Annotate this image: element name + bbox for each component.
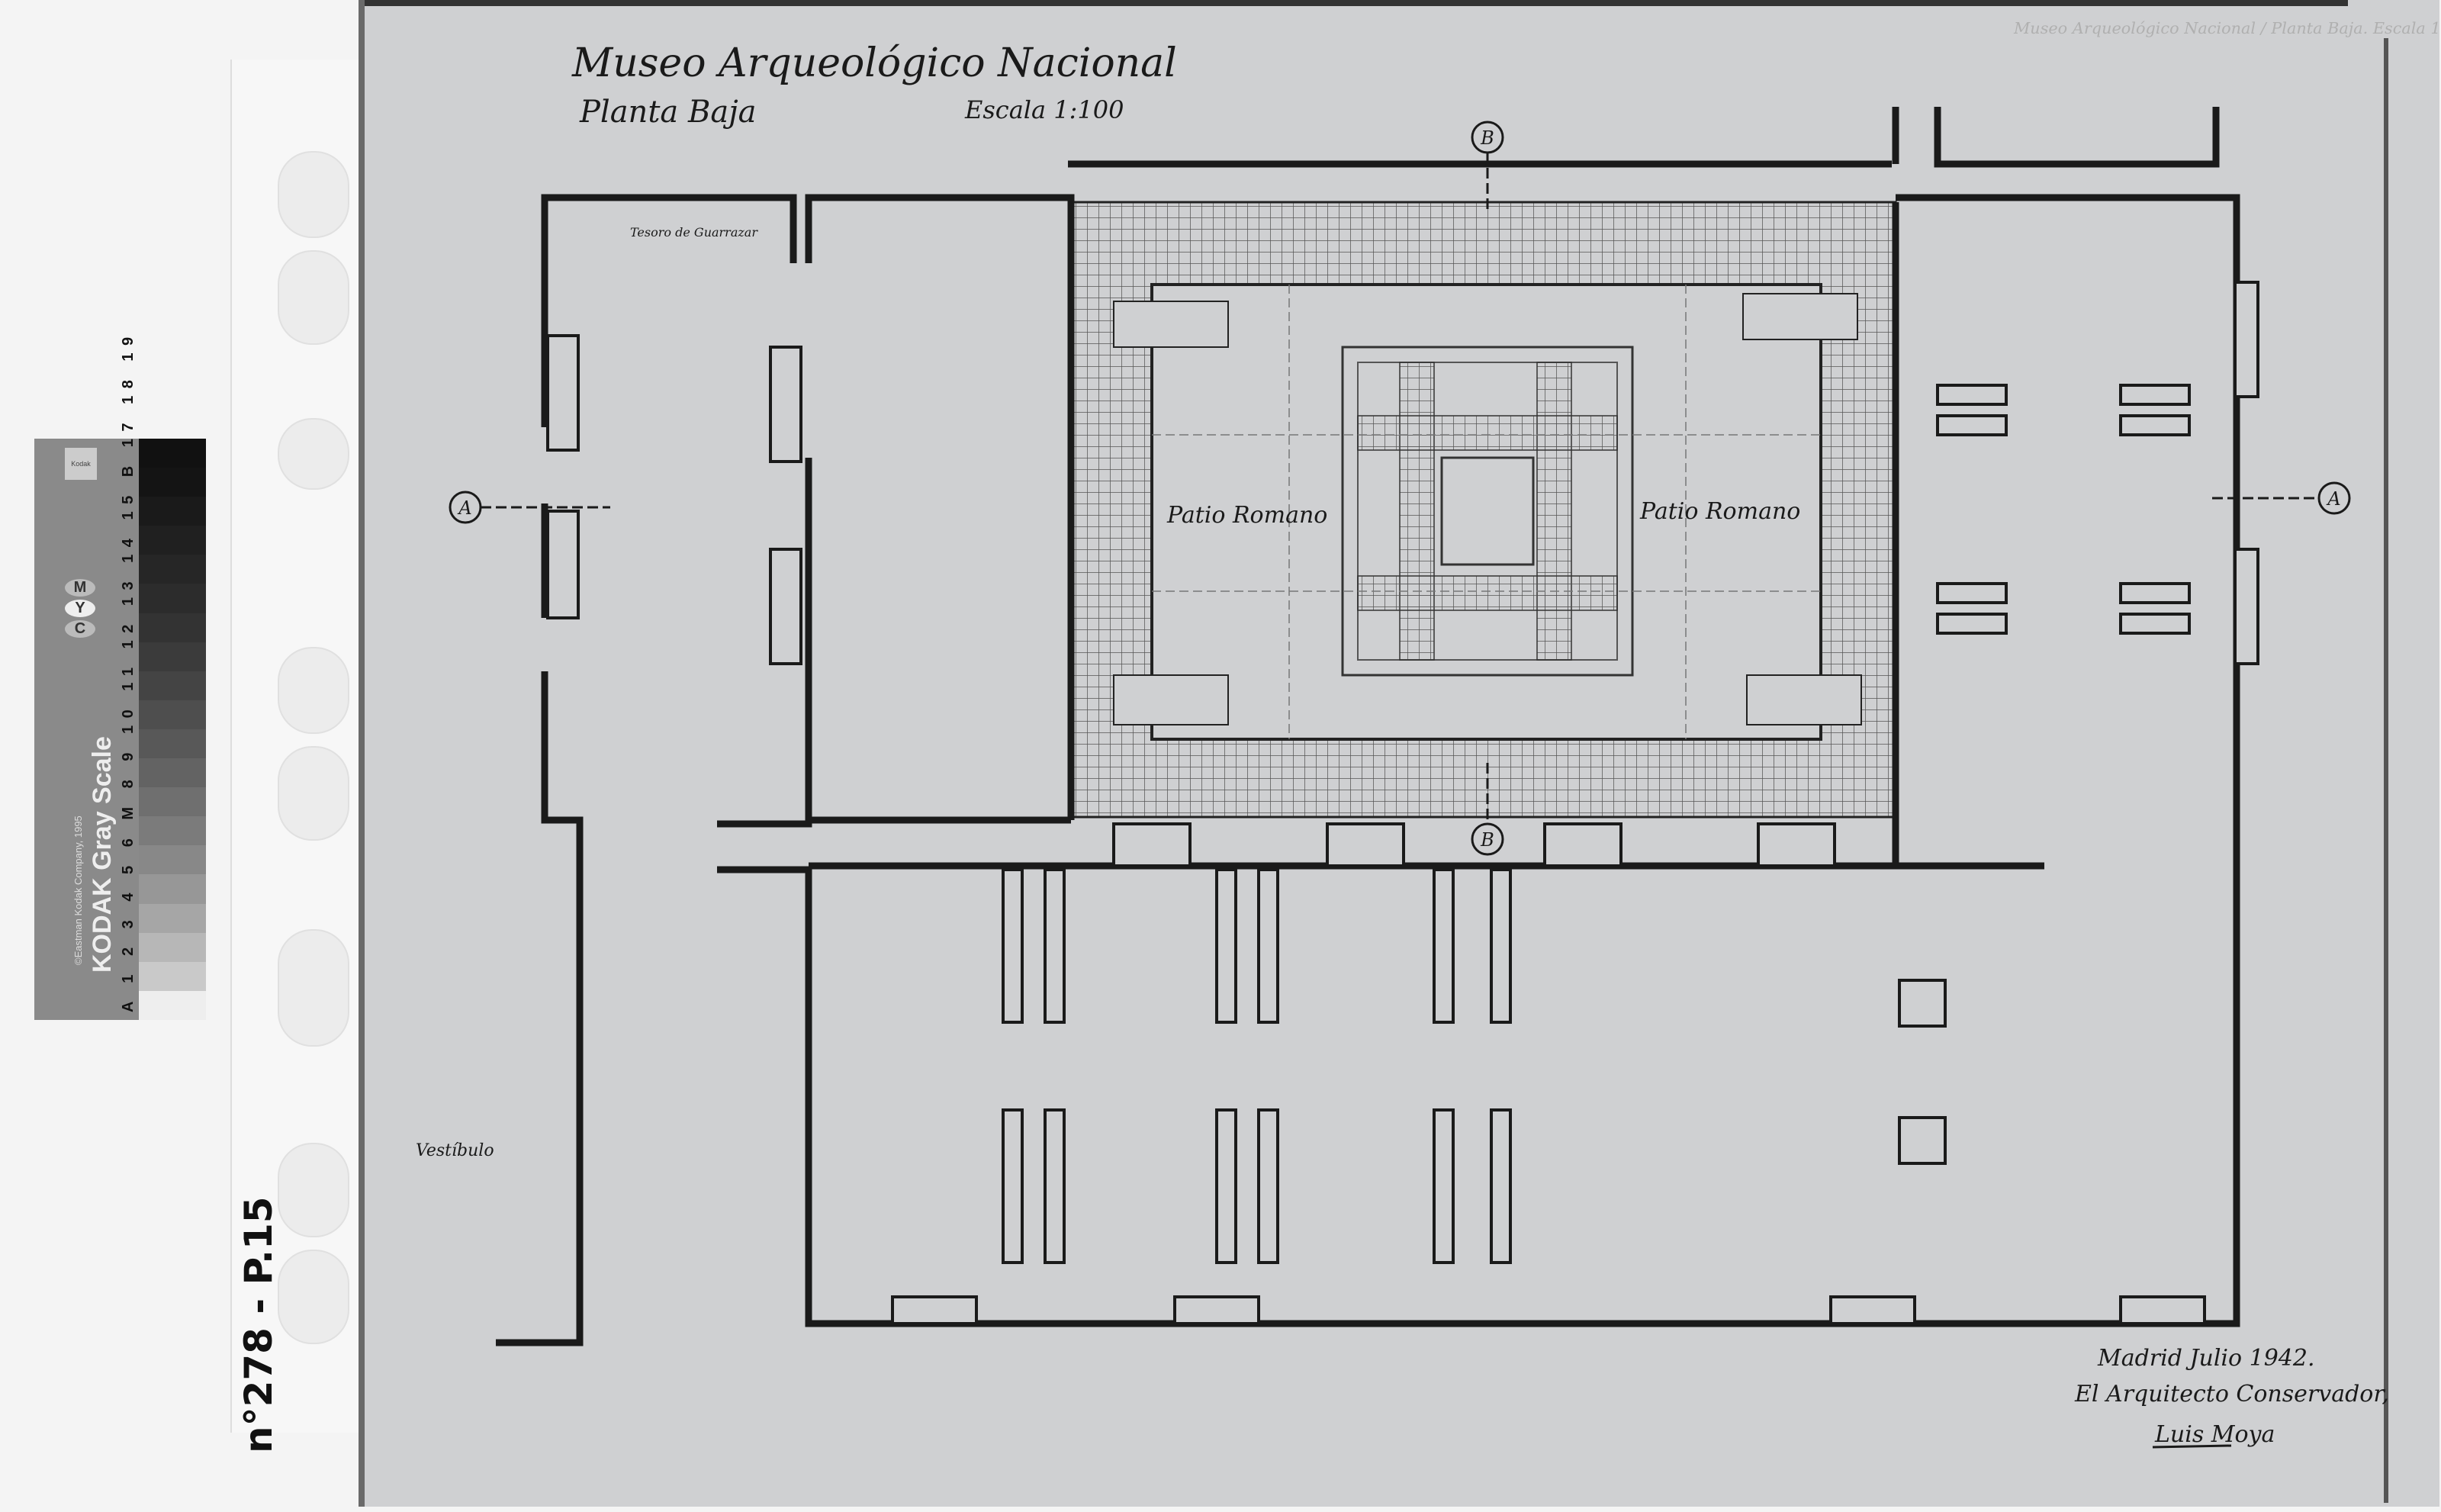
windows — [546, 281, 2259, 1325]
label-tesoro-de-guarrazar: Tesoro de Guarrazar — [630, 225, 758, 240]
punch-hole — [278, 418, 349, 490]
punch-hole — [278, 1250, 349, 1344]
punch-hole — [278, 929, 349, 1047]
corridor-piers — [1112, 822, 1836, 867]
patio-romano-court — [1150, 283, 1822, 741]
label-patio-romano-west: Patio Romano — [1166, 502, 1327, 529]
display-cases — [1002, 384, 2191, 1264]
punch-hole — [278, 151, 349, 238]
drawing-scale: Escala 1:100 — [964, 95, 1124, 124]
gray-steps — [139, 439, 206, 1020]
drawing-date: Madrid Julio 1942. — [2097, 1345, 2315, 1372]
sheet-border — [365, 0, 2348, 6]
section-marker-b-south: B — [1480, 829, 1494, 851]
signature-underline — [2152, 1444, 2232, 1449]
section-markers — [449, 121, 2351, 856]
signature: Luis Moya — [2154, 1421, 2275, 1448]
punch-hole — [278, 1143, 349, 1237]
label-patio-romano-east: Patio Romano — [1639, 498, 1800, 525]
drawing-title: Museo Arqueológico Nacional — [571, 40, 1177, 86]
signer-title: El Arquitecto Conservador, — [2074, 1381, 2389, 1407]
faint-pencil-note: Museo Arqueológico Nacional / Planta Baj… — [2013, 19, 2441, 37]
central-fountain-outline — [1341, 346, 1634, 677]
central-fountain-inner — [1357, 362, 1618, 661]
punch-hole — [278, 250, 349, 345]
label-vestibulo: Vestíbulo — [416, 1141, 494, 1160]
patio-axis-lines — [1152, 285, 1821, 739]
sheet-border — [2384, 38, 2388, 1503]
punch-hole — [278, 647, 349, 734]
fountain-basin — [1440, 456, 1535, 566]
section-marker-a-west: A — [457, 497, 471, 519]
kodak-gray-scale-card: KODAK Gray Scale ©Eastman Kodak Company,… — [34, 330, 206, 1020]
patio-stairs — [1113, 293, 1862, 725]
section-marker-b-north: B — [1480, 127, 1494, 149]
walls — [496, 107, 2240, 1346]
section-marker-a-east: A — [2326, 488, 2340, 510]
patio-paths — [1357, 362, 1618, 661]
color-marks: M Y C — [65, 576, 95, 641]
punch-hole — [278, 746, 349, 841]
drawing-subtitle: Planta Baja — [579, 95, 756, 130]
kodak-logo: Kodak — [65, 448, 97, 480]
